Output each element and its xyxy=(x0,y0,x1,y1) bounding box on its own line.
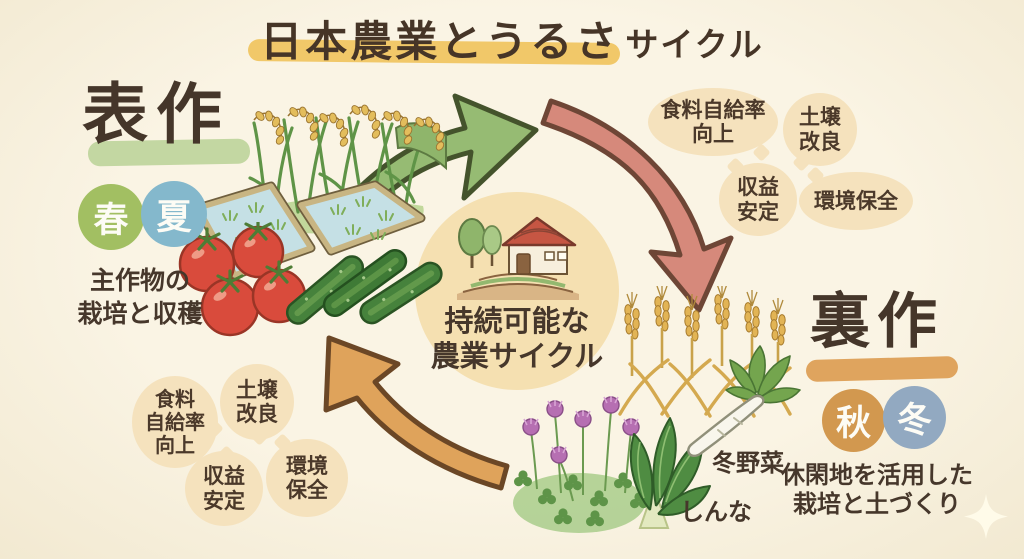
benefit-bubble-environment-2: 環境 保全 xyxy=(266,439,348,517)
page-title: 日本農業とうるさ サイクル xyxy=(0,8,1024,69)
bubble-line: 向上 xyxy=(692,122,734,146)
bubble-line: 向上 xyxy=(155,432,195,457)
bubble-line: 改良 xyxy=(236,402,278,426)
center-text-line1: 持続可能な xyxy=(444,304,590,338)
front-crop-heading: 表作 xyxy=(82,76,230,153)
title-main-text: 日本農業とうるさ xyxy=(260,17,621,66)
bubble-line: 食料自給率 xyxy=(660,97,766,122)
back-crop-heading: 裏作 xyxy=(810,287,944,357)
front-crop-caption-line2: 栽培と収穫 xyxy=(77,298,203,328)
front-crop-caption-line1: 主作物の xyxy=(89,266,190,295)
benefit-bubble-food-self-sufficiency: 食料自給率 向上 xyxy=(648,88,778,156)
back-crop-highlight-band xyxy=(805,356,959,382)
bubble-line: 保全 xyxy=(286,478,328,502)
bubble-line: 土壌 xyxy=(236,377,278,402)
title-suffix-text: サイクル xyxy=(625,25,764,64)
bubble-line: 安定 xyxy=(737,199,779,224)
benefit-bubble-food-self-sufficiency-2: 食料 自給率 向上 xyxy=(132,376,218,468)
benefit-bubble-soil-improvement-2: 土壌 改良 xyxy=(220,364,294,440)
bubble-line: 安定 xyxy=(203,488,245,513)
bubble-line: 環境保全 xyxy=(814,188,898,213)
benefit-bubble-environment: 環境保全 xyxy=(799,172,913,230)
benefit-bubble-soil-improvement: 土壌 改良 xyxy=(783,93,857,166)
farmhouse-icon xyxy=(457,216,579,300)
bubble-line: 食料 xyxy=(155,386,195,411)
season-badge-spring: 春 xyxy=(78,184,144,250)
season-badge-autumn: 秋 xyxy=(822,389,885,452)
front-crop-caption: 主作物の 栽培と収穫 xyxy=(48,265,232,330)
center-cycle-circle: 持続可能な 農業サイクル xyxy=(415,192,619,390)
benefit-bubble-stable-income-2: 収益 安定 xyxy=(185,451,263,526)
center-circle-text: 持続可能な 農業サイクル xyxy=(431,304,604,374)
bubble-line: 収益 xyxy=(203,464,245,489)
renge-label: しんな xyxy=(680,498,752,526)
center-text-line2: 農業サイクル xyxy=(430,338,604,373)
back-crop-caption-line1: 休閑地を活用した xyxy=(781,461,973,489)
bubble-line: 土壌 xyxy=(799,105,841,130)
bubble-line: 環境 xyxy=(286,453,328,478)
daikon-radish-illustration xyxy=(687,345,801,458)
season-badge-winter: 冬 xyxy=(883,386,946,449)
back-crop-caption: 休閑地を活用した 栽培と土づくり xyxy=(766,461,988,520)
bubble-line: 自給率 xyxy=(145,409,205,434)
clover-flowers-illustration xyxy=(513,395,648,533)
bubble-line: 改良 xyxy=(799,129,841,154)
season-badge-summer: 夏 xyxy=(141,181,207,247)
back-crop-caption-line2: 栽培と土づくり xyxy=(793,490,961,519)
bubble-line: 収益 xyxy=(737,175,779,200)
benefit-bubble-stable-income: 収益 安定 xyxy=(719,163,797,236)
wheat-illustration xyxy=(618,286,792,418)
